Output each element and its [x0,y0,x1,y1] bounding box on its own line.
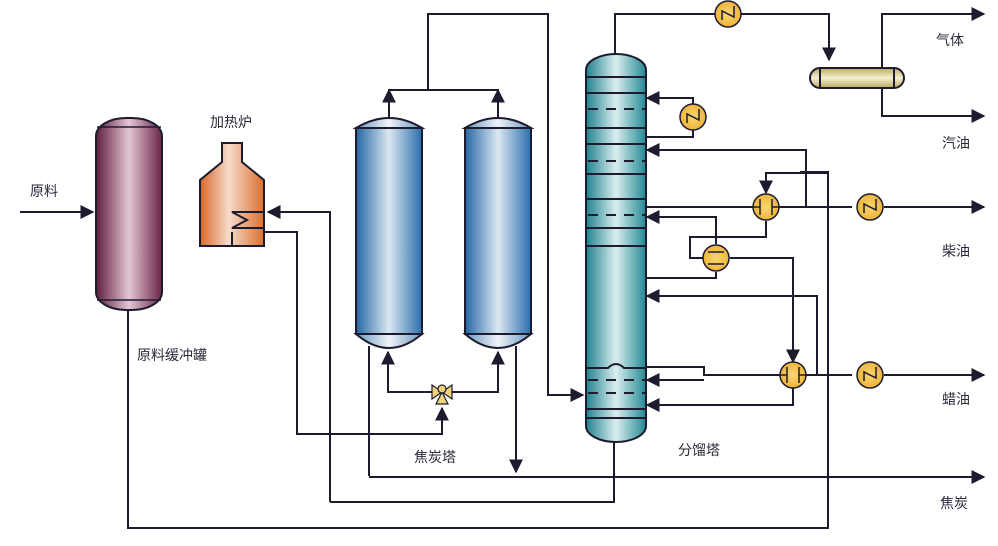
wax-heat-exchanger-icon[interactable] [779,361,807,389]
wax-reflux-loop [645,289,818,375]
gas-outlet-pipe [881,7,986,68]
mid-ex-bottom [647,272,717,279]
gasoline-label: 汽油 [942,136,970,152]
switching-valve-icon[interactable] [431,383,453,405]
diesel-cooler-icon[interactable] [856,193,884,221]
feed-buffer-tank[interactable] [95,117,163,311]
heater-feed-pipe [266,205,331,502]
diesel-ex-to-mid [689,221,767,259]
overhead-to-fractionator [427,13,585,402]
heater-label: 加热炉 [210,115,252,131]
reflux-separator-drum[interactable] [809,67,905,89]
heating-coil-icon [231,211,264,229]
diesel-label: 柴油 [942,244,970,260]
fractionator-label: 分馏塔 [678,443,720,459]
gas-label: 气体 [936,33,964,49]
feed-label: 原料 [30,184,58,200]
heater-outlet-pipe [262,231,449,435]
coke-label: 焦炭 [940,496,968,512]
coke-drum-1[interactable] [352,117,426,349]
wax-ex-return [645,388,794,412]
frac-bottom-pipe [330,440,615,503]
mid-reflux [645,210,717,244]
diesel-exchanger-feed [759,172,829,195]
coke-drum-2[interactable] [461,117,535,349]
mid-heat-exchanger-icon[interactable] [702,244,730,272]
wax-oil-label: 蜡油 [942,392,970,408]
valve-to-drum2-pipe [452,350,505,393]
wax-oil-cooler-icon[interactable] [856,361,884,389]
piping [20,7,986,529]
valve-to-drum1-pipe [381,350,432,393]
return-reflux-1 [645,143,807,208]
wax-draw-pipe [646,366,780,376]
fractionator-column[interactable] [585,53,647,443]
mid-ex-to-wax [730,257,800,364]
top-reflux-cooler-icon[interactable] [679,103,707,131]
heater-furnace[interactable] [199,142,265,247]
coke-drums-label: 焦炭塔 [414,450,456,466]
diesel-heat-exchanger-icon[interactable] [752,193,780,221]
overhead-cooler-icon[interactable] [714,0,742,28]
buffer-tank-label: 原料缓冲罐 [137,348,207,364]
gasoline-outlet-pipe [881,86,986,123]
